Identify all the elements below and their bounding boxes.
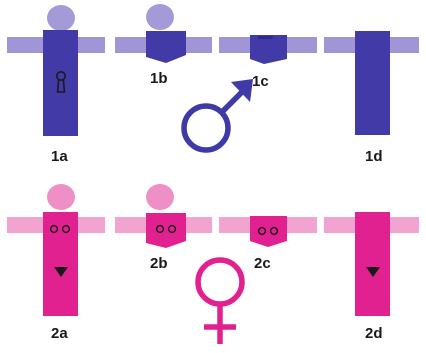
label-1a: 1a xyxy=(51,148,68,165)
body-1d xyxy=(355,31,390,135)
body-1a xyxy=(43,30,78,136)
body-2d xyxy=(355,212,390,316)
body-2c xyxy=(250,216,287,247)
label-2b: 2b xyxy=(150,255,168,272)
figure-1d: 1d xyxy=(355,31,390,165)
female-row: 2a 2b 2c 2d xyxy=(7,184,419,344)
body-2a xyxy=(43,212,78,316)
notch-1c xyxy=(258,36,273,39)
label-2d: 2d xyxy=(365,325,383,342)
label-1c: 1c xyxy=(252,73,269,90)
figure-1c: 1c xyxy=(250,35,287,90)
head-1b xyxy=(146,4,174,30)
body-1c xyxy=(250,35,287,64)
figure-1a: 1a xyxy=(43,5,78,165)
body-2b xyxy=(146,213,186,248)
figure-1b: 1b xyxy=(146,4,186,87)
label-1d: 1d xyxy=(365,148,383,165)
mars-icon xyxy=(184,79,253,150)
figure-2b: 2b xyxy=(146,184,186,272)
head-2a xyxy=(47,184,75,210)
venus-icon xyxy=(198,260,242,344)
figure-2c: 2c xyxy=(250,216,287,272)
label-2a: 2a xyxy=(51,325,68,342)
figure-2a: 2a xyxy=(43,184,78,342)
male-row: 1a 1b 1c 1d xyxy=(7,4,419,165)
figure-2d: 2d xyxy=(355,212,390,342)
body-1b xyxy=(146,31,186,63)
head-1a xyxy=(47,5,75,31)
label-1b: 1b xyxy=(150,70,168,87)
label-2c: 2c xyxy=(254,255,271,272)
head-2b xyxy=(146,184,174,210)
